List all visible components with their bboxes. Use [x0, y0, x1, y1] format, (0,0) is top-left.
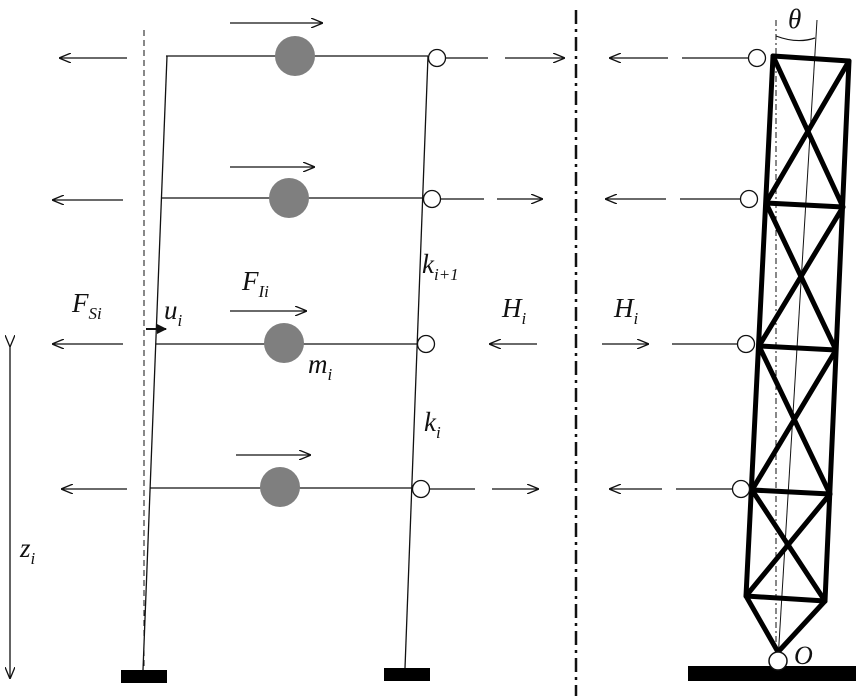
frame-joint-2 [422, 189, 442, 209]
label-height: zi [19, 533, 36, 568]
floor-mass-2 [269, 178, 309, 218]
truss-joint-2 [739, 189, 759, 209]
label-inertia-force-sub: Ii [258, 282, 270, 301]
right-column [404, 55, 429, 669]
label-stiffness-lower-main: k [424, 407, 437, 437]
label-spring-force: FSi [71, 288, 102, 323]
label-stiffness-lower-sub: i [436, 423, 441, 442]
truss [602, 19, 856, 681]
frame-joint-1 [427, 48, 447, 68]
left-column-base [121, 670, 167, 683]
label-rotation-angle: θ [788, 4, 801, 34]
label-spring-force-main: F [71, 288, 89, 318]
frame-joint-4 [411, 479, 431, 499]
floor-mass-3 [264, 323, 304, 363]
floor-mass-4 [260, 467, 300, 507]
label-displacement-main: u [164, 295, 178, 325]
left-column [142, 55, 168, 671]
truss-ground [688, 666, 856, 681]
label-interaction-right: Hi [613, 293, 639, 328]
label-interaction-left-sub: i [522, 309, 527, 328]
label-stiffness-upper-main: k [422, 249, 435, 279]
label-interaction-left: Hi [501, 293, 527, 328]
right-column-base [384, 668, 430, 681]
label-mass-sub: i [328, 365, 333, 384]
truss-joint-1 [747, 48, 767, 68]
label-interaction-left-main: H [501, 293, 523, 323]
label-stiffness-upper-sub: i+1 [434, 265, 459, 284]
label-inertia-force: FIi [241, 266, 269, 301]
label-displacement-sub: i [178, 311, 183, 330]
truss-frame [743, 53, 852, 655]
label-inertia-force-main: F [241, 266, 259, 296]
label-interaction-right-main: H [613, 293, 635, 323]
frame-joint-3 [416, 334, 436, 354]
label-height-sub: i [31, 549, 36, 568]
label-mass-main: m [308, 349, 328, 379]
pivot-joint [768, 651, 788, 671]
truss-tilted-axis [777, 19, 818, 661]
truss-joint-3 [736, 334, 756, 354]
rotation-angle-arc [775, 35, 816, 42]
label-pivot: O [794, 641, 813, 670]
label-mass: mi [308, 349, 333, 384]
label-stiffness-upper: ki+1 [422, 249, 459, 284]
label-spring-force-sub: Si [89, 304, 103, 323]
label-displacement: ui [164, 295, 183, 330]
floor-mass-1 [275, 36, 315, 76]
label-stiffness-lower: ki [424, 407, 441, 442]
label-interaction-right-sub: i [634, 309, 639, 328]
label-height-main: z [19, 533, 31, 563]
truss-joint-4 [731, 479, 751, 499]
frame [53, 23, 564, 683]
